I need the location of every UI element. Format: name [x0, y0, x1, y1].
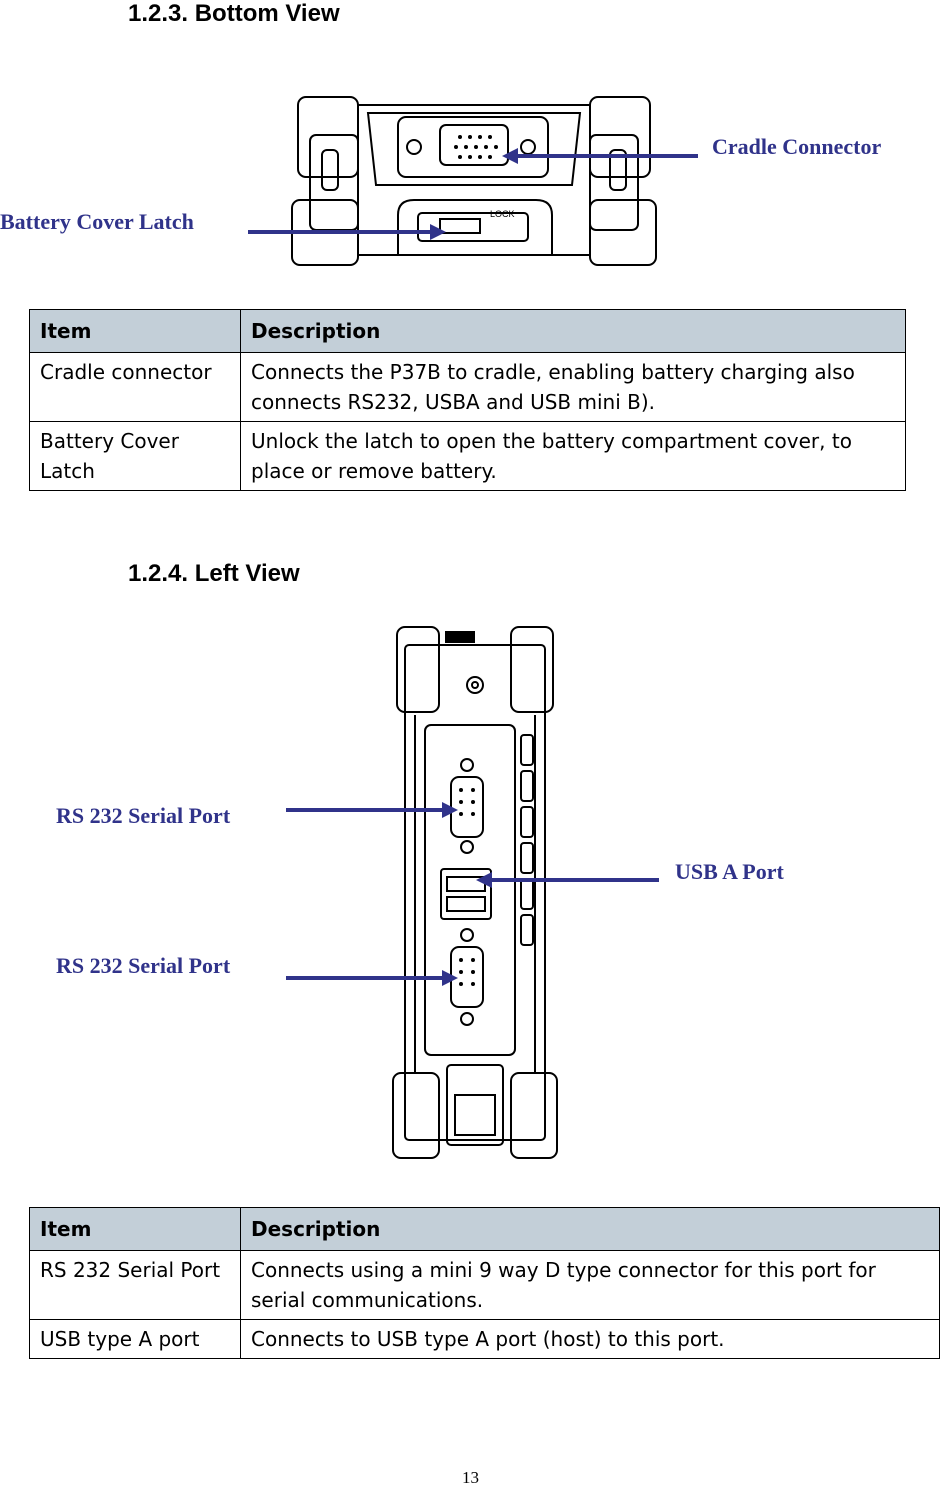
arrowhead-icon: [430, 224, 446, 240]
callout-cradle-connector: Cradle Connector: [712, 134, 882, 159]
bottom-view-device-diagram: LOCK: [291, 96, 657, 266]
callout-battery-cover-latch: Battery Cover Latch: [0, 209, 194, 234]
section-heading-bottom-view: 1.2.3. Bottom View: [128, 0, 340, 27]
usb-a-pointer: [486, 878, 659, 882]
arrowhead-icon: [476, 872, 492, 888]
bottom-view-table: Item Description Cradle connector Connec…: [29, 309, 906, 491]
section-heading-left-view: 1.2.4. Left View: [128, 560, 300, 587]
callout-rs232-top: RS 232 Serial Port: [56, 803, 231, 828]
arrowhead-icon: [442, 970, 458, 986]
left-view-table: Item Description RS 232 Serial Port Conn…: [29, 1207, 940, 1359]
table-header-row: Item Description: [29, 1207, 940, 1251]
table-header-row: Item Description: [29, 309, 906, 353]
description-cell: Connects to USB type A port (host) to th…: [240, 1319, 940, 1359]
column-header-item: Item: [29, 1207, 241, 1251]
battery-latch-pointer: [248, 230, 438, 234]
callout-rs232-bottom: RS 232 Serial Port: [56, 953, 231, 978]
column-header-description: Description: [240, 1207, 940, 1251]
item-cell: Battery Cover Latch: [29, 421, 241, 491]
rs232-top-pointer: [286, 808, 446, 812]
left-view-device-diagram: [392, 626, 558, 1159]
page-number: 13: [462, 1468, 479, 1487]
lock-label: LOCK: [490, 209, 515, 219]
table-row: Battery Cover Latch Unlock the latch to …: [29, 421, 906, 491]
callout-usb-a-port: USB A Port: [675, 859, 784, 884]
cradle-connector-pointer: [512, 154, 698, 158]
rs232-bottom-pointer: [286, 976, 446, 980]
item-cell: USB type A port: [29, 1319, 241, 1359]
item-cell: Cradle connector: [29, 352, 241, 422]
description-cell: Connects the P37B to cradle, enabling ba…: [240, 352, 906, 422]
description-cell: Unlock the latch to open the battery com…: [240, 421, 906, 491]
item-cell: RS 232 Serial Port: [29, 1250, 241, 1320]
table-row: RS 232 Serial Port Connects using a mini…: [29, 1250, 940, 1320]
column-header-item: Item: [29, 309, 241, 353]
table-row: USB type A port Connects to USB type A p…: [29, 1319, 940, 1359]
arrowhead-icon: [442, 802, 458, 818]
description-cell: Connects using a mini 9 way D type conne…: [240, 1250, 940, 1320]
column-header-description: Description: [240, 309, 906, 353]
arrowhead-icon: [502, 148, 518, 164]
table-row: Cradle connector Connects the P37B to cr…: [29, 352, 906, 422]
